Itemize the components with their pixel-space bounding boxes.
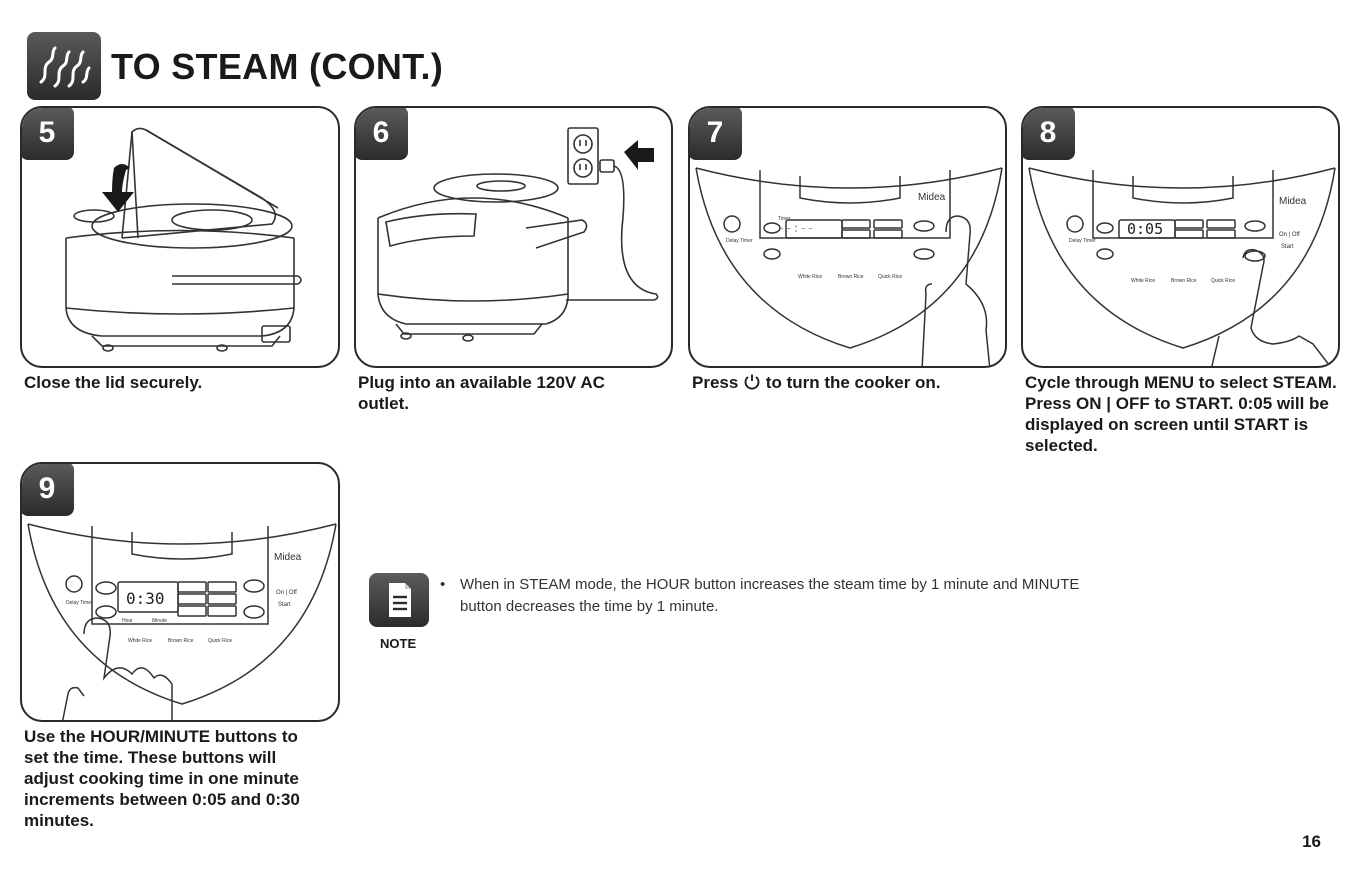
svg-text:Brown Rice: Brown Rice [1171, 278, 1197, 284]
control-panel-illustration-step-9: Midea 0:30 On | Off Start Delay Timer Ho… [27, 523, 337, 720]
step-5-caption: Close the lid securely. [24, 373, 203, 392]
svg-text:White Rice: White Rice [128, 638, 152, 644]
svg-text:White Rice: White Rice [1131, 278, 1155, 284]
page-number: 16 [1302, 832, 1321, 851]
step-6-caption: Plug into an available 120V AC outlet. [358, 373, 605, 413]
svg-text:Minute: Minute [152, 618, 167, 624]
note-text: When in STEAM mode, the HOUR button incr… [440, 574, 1100, 618]
svg-text:On | Off: On | Off [276, 590, 297, 596]
step-6-badge: 6 [356, 108, 408, 160]
control-panel-illustration-step-8: Midea 0:05 On | Off Start Delay Timer Wh… [1028, 167, 1336, 366]
svg-text:On | Off: On | Off [1279, 232, 1300, 238]
steam-icon [27, 32, 101, 100]
svg-text:Brown Rice: Brown Rice [168, 638, 194, 644]
svg-text:Brown Rice: Brown Rice [838, 274, 864, 280]
svg-text:Hour: Hour [122, 618, 133, 624]
note-bullet: When in STEAM mode, the HOUR button incr… [440, 574, 1100, 618]
svg-text:Delay Timer: Delay Timer [1069, 238, 1096, 244]
note-label: NOTE [380, 636, 417, 651]
step-8-caption: Cycle through MENU to select STEAM. Pres… [1025, 373, 1337, 455]
lcd-display-step-9: 0:30 [126, 589, 165, 608]
step-7-panel: Midea Timer --:-- Delay Timer White Rice… [688, 106, 1007, 368]
step-5-badge: 5 [22, 108, 74, 160]
svg-text:Start: Start [278, 602, 291, 608]
svg-text:Quick Rice: Quick Rice [208, 638, 232, 644]
step-8-panel: Midea 0:05 On | Off Start Delay Timer Wh… [1021, 106, 1340, 368]
step-9-panel: Midea 0:30 On | Off Start Delay Timer Ho… [20, 462, 340, 722]
svg-text:Quick Rice: Quick Rice [1211, 278, 1235, 284]
lcd-display-step-8: 0:05 [1127, 220, 1163, 238]
step-9-caption: Use the HOUR/MINUTE buttons to set the t… [24, 727, 300, 830]
step-9-badge: 9 [22, 464, 74, 516]
svg-text:Delay Timer: Delay Timer [66, 600, 93, 606]
step-7-badge: 7 [690, 108, 742, 160]
step-7-caption: Press to turn the cooker on. [692, 372, 1002, 396]
brand-logo-step-8: Midea [1279, 196, 1307, 207]
control-panel-illustration-step-7: Midea Timer --:-- Delay Timer White Rice… [695, 167, 1003, 366]
cooker-lid-closing-illustration [65, 127, 302, 352]
svg-text:Start: Start [1281, 244, 1294, 250]
step-6-panel: 6 [354, 106, 673, 368]
brand-logo-step-7: Midea [918, 192, 946, 203]
step-8-badge: 8 [1023, 108, 1075, 160]
page-title: TO STEAM (CONT.) [111, 46, 444, 87]
note-icon [369, 573, 429, 627]
svg-text:White Rice: White Rice [798, 274, 822, 280]
brand-logo-step-9: Midea [274, 552, 302, 563]
svg-text:Quick Rice: Quick Rice [878, 274, 902, 280]
lcd-display-step-7: --:-- [778, 221, 814, 235]
svg-text:Delay Timer: Delay Timer [726, 238, 753, 244]
cooker-plug-illustration [377, 127, 659, 342]
step-5-panel: 5 [20, 106, 340, 368]
svg-text:Timer: Timer [778, 216, 791, 222]
power-icon [743, 373, 761, 396]
